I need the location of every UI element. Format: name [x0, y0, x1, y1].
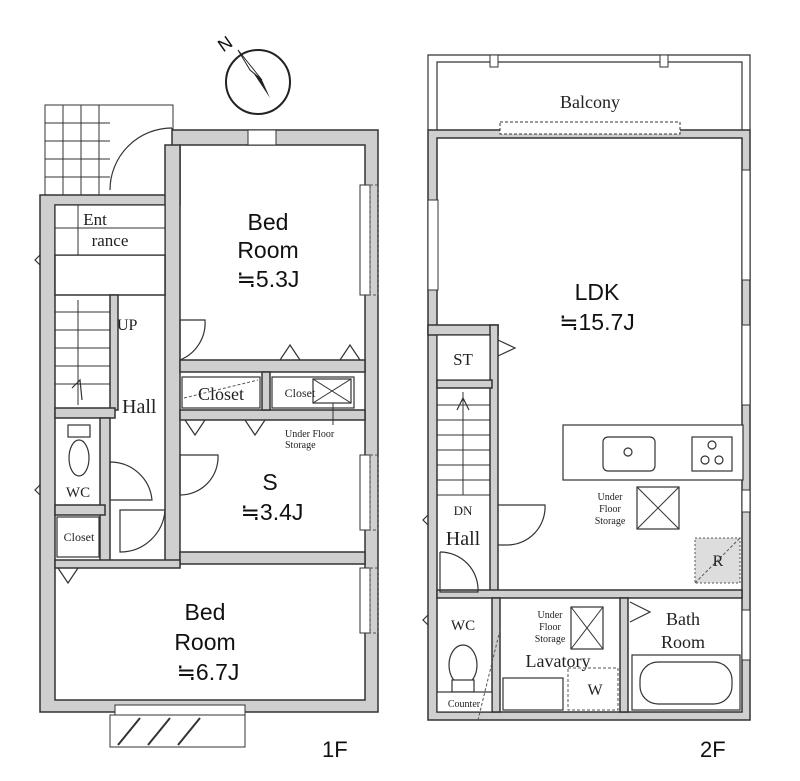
compass-north-label: N — [214, 32, 236, 56]
up-label: UP — [117, 317, 138, 334]
bedroom2-label: Bed — [185, 599, 226, 625]
underfloor-label-lav-3: Storage — [535, 634, 566, 645]
stairs-1f — [55, 300, 110, 405]
bedroom1-label-2: Room — [237, 237, 298, 263]
underfloor-label-lav: Under — [538, 610, 564, 621]
hall-label-1f: Hall — [122, 396, 157, 418]
wc-label-1f: WC — [66, 485, 90, 501]
kitchen-counter — [562, 424, 744, 481]
refrigerator-space — [694, 537, 741, 584]
floor-1: Ent rance UP Hall WC Closet Closet Close… — [34, 104, 379, 762]
windows-2f — [422, 169, 751, 661]
stairs-2f — [437, 392, 490, 496]
underfloor-label-ldk-3: Storage — [595, 516, 626, 527]
bathroom-label: Bath — [666, 609, 700, 629]
stove-icon — [691, 436, 733, 472]
underfloor-storage-hatch-icon — [636, 486, 680, 530]
washbasin-icon — [502, 677, 564, 711]
wc-label-2f: WC — [451, 618, 475, 634]
bedroom1-area: ≒5.3J — [237, 266, 300, 292]
entrance-label-2: rance — [92, 231, 129, 250]
dn-label: DN — [454, 503, 473, 518]
north-compass-icon: N — [214, 32, 291, 115]
underfloor-label-1f-2: Storage — [285, 440, 316, 451]
balcony-label: Balcony — [560, 92, 620, 112]
bedroom1-label: Bed — [248, 209, 289, 235]
closet-label-mid: Closet — [198, 384, 244, 404]
entrance-porch — [44, 104, 174, 198]
underfloor-label-ldk: Under — [598, 492, 624, 503]
underfloor-label-ldk-2: Floor — [599, 504, 621, 515]
toilet-icon — [67, 424, 91, 477]
s-room-area: ≒3.4J — [241, 499, 304, 525]
bedroom2-label-2: Room — [174, 629, 235, 655]
s-room-label: S — [262, 469, 277, 495]
windows-1f — [34, 129, 379, 748]
washing-machine-space — [567, 667, 619, 711]
floor-1-label: 1F — [322, 737, 348, 762]
sink-icon — [602, 436, 656, 472]
underfloor-label-1f: Under Floor — [285, 429, 335, 440]
toilet-icon — [448, 644, 478, 693]
ldk-label: LDK — [575, 279, 620, 305]
balcony: Balcony — [427, 54, 751, 130]
refrigerator-label: R — [713, 553, 724, 570]
counter-label: Counter — [448, 699, 481, 710]
entrance-label: Ent — [83, 210, 107, 229]
bedroom2-area: ≒6.7J — [177, 659, 240, 685]
closet-label-small: Closet — [64, 530, 95, 544]
bathroom-label-2: Room — [661, 632, 705, 652]
ldk-area: ≒15.7J — [559, 309, 635, 335]
lavatory-label: Lavatory — [526, 651, 591, 671]
washer-label: W — [587, 682, 603, 699]
underfloor-storage-hatch-icon — [570, 606, 604, 650]
st-label: ST — [453, 350, 473, 369]
underfloor-storage-hatch-icon — [312, 378, 352, 404]
floor-2-label: 2F — [700, 737, 726, 762]
underfloor-label-lav-2: Floor — [539, 622, 561, 633]
closet-label-right: Closet — [285, 386, 316, 400]
bathtub-icon — [631, 654, 741, 711]
hall-label-2f: Hall — [446, 528, 481, 550]
floor-2: Balcony — [422, 54, 751, 762]
